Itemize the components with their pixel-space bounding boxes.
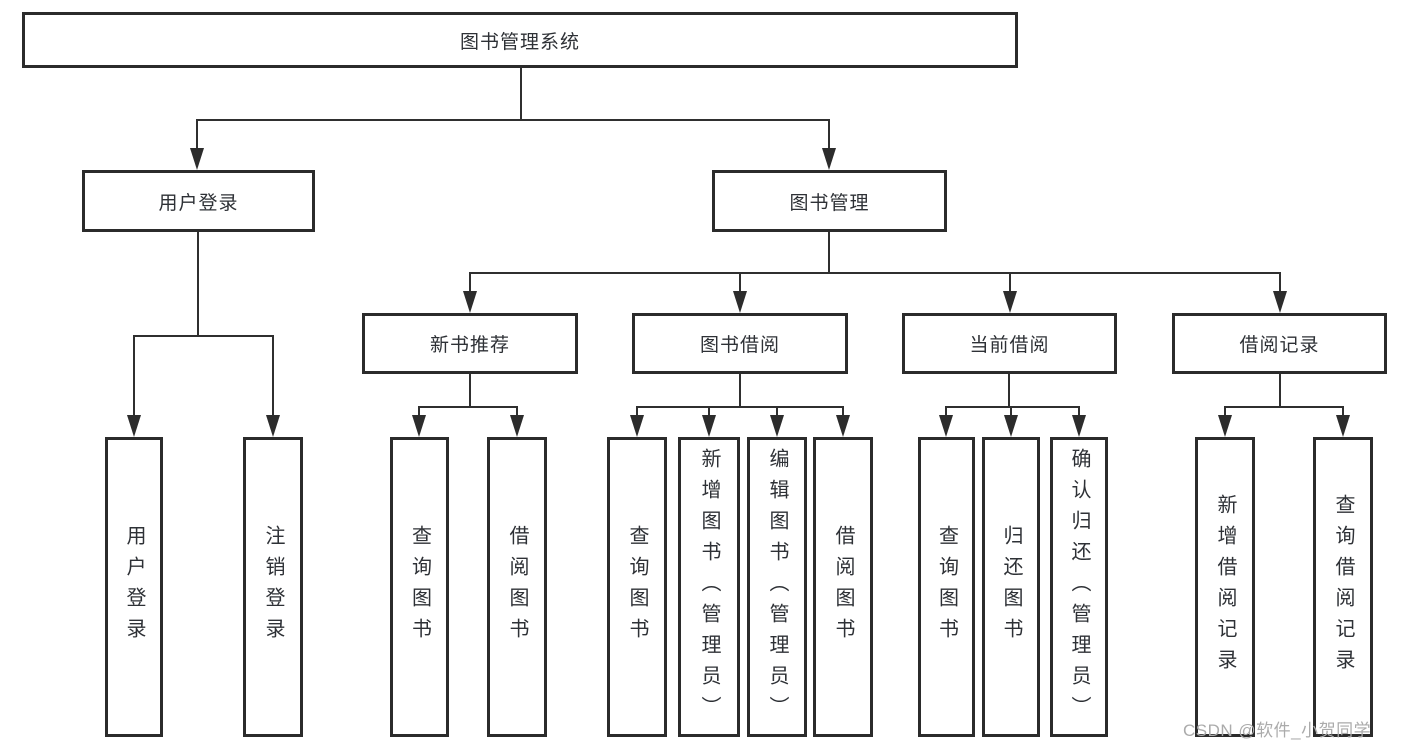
arrow-down-icon <box>836 415 850 437</box>
leaf-user-login: 用户登录 <box>105 437 163 737</box>
connector-group-branch <box>636 406 844 408</box>
arrow-down-icon <box>190 148 204 170</box>
connector-root-stem <box>520 68 522 120</box>
watermark: CSDN @软件_小贺同学 <box>1183 721 1372 740</box>
leaf-borrow-books-label: 借阅图书 <box>832 525 854 649</box>
leaf-return-books-label: 归还图书 <box>1000 525 1022 649</box>
connector-drop-leaf <box>842 406 844 418</box>
node-book-borrowing-label: 图书借阅 <box>699 335 780 356</box>
leaf-borrow-books-recommend-label: 借阅图书 <box>506 525 528 649</box>
arrow-down-icon <box>1004 415 1018 437</box>
node-borrowing-records-label: 借阅记录 <box>1239 335 1320 356</box>
connector-user-login-branch <box>133 335 274 337</box>
connector-root-branch <box>196 119 830 121</box>
leaf-query-books-borrowing: 查询图书 <box>607 437 667 737</box>
node-current-borrowing: 当前借阅 <box>902 313 1117 374</box>
arrow-down-icon <box>510 415 524 437</box>
connector-drop-leaf <box>636 406 638 418</box>
connector-drop-leaf <box>945 406 947 418</box>
leaf-query-books-recommend: 查询图书 <box>390 437 449 737</box>
leaf-add-borrow-record-label: 新增借阅记录 <box>1214 494 1236 680</box>
connector-group-branch <box>945 406 1080 408</box>
arrow-down-icon <box>939 415 953 437</box>
connector-group-stem <box>469 374 471 408</box>
leaf-logout-label: 注销登录 <box>262 525 284 649</box>
connector-group-stem <box>739 374 741 408</box>
connector-drop-leaf <box>133 335 135 417</box>
leaf-add-books-admin-label: 新增图书（管理员） <box>698 447 720 727</box>
arrow-down-icon <box>1072 415 1086 437</box>
leaf-logout: 注销登录 <box>243 437 303 737</box>
connector-group-stem <box>1008 374 1010 408</box>
connector-user-login-stem <box>197 232 199 337</box>
node-book-management-label: 图书管理 <box>789 192 870 214</box>
leaf-query-books-current: 查询图书 <box>918 437 975 737</box>
leaf-add-books-admin: 新增图书（管理员） <box>678 437 740 737</box>
connector-drop-leaf <box>516 406 518 418</box>
leaf-confirm-return-admin-label: 确认归还（管理员） <box>1068 447 1090 727</box>
connector-book-management-branch <box>469 272 1281 274</box>
node-user-login-label: 用户登录 <box>158 192 239 214</box>
leaf-confirm-return-admin: 确认归还（管理员） <box>1050 437 1108 737</box>
node-current-borrowing-label: 当前借阅 <box>969 335 1050 356</box>
leaf-query-books-borrowing-label: 查询图书 <box>626 525 648 649</box>
arrow-down-icon <box>1003 291 1017 313</box>
node-book-management: 图书管理 <box>712 170 947 232</box>
connector-drop-leaf <box>1224 406 1226 418</box>
connector-drop-leaf <box>776 406 778 418</box>
connector-book-management-stem <box>828 232 830 274</box>
leaf-return-books: 归还图书 <box>982 437 1040 737</box>
node-library-management-system-label: 图书管理系统 <box>459 31 580 53</box>
arrow-down-icon <box>630 415 644 437</box>
node-new-book-recommendation-label: 新书推荐 <box>429 335 510 356</box>
leaf-query-borrow-record: 查询借阅记录 <box>1313 437 1373 737</box>
connector-drop-leaf <box>1342 406 1344 418</box>
connector-drop-current-borrow <box>1009 272 1011 293</box>
connector-drop-leaf <box>1078 406 1080 418</box>
connector-group-branch <box>418 406 518 408</box>
connector-drop-leaf <box>418 406 420 418</box>
arrow-down-icon <box>822 148 836 170</box>
leaf-user-login-label: 用户登录 <box>123 525 145 649</box>
connector-drop-user-login <box>196 119 198 151</box>
arrow-down-icon <box>266 415 280 437</box>
arrow-down-icon <box>127 415 141 437</box>
leaf-borrow-books-recommend: 借阅图书 <box>487 437 547 737</box>
arrow-down-icon <box>412 415 426 437</box>
arrow-down-icon <box>770 415 784 437</box>
leaf-edit-books-admin: 编辑图书（管理员） <box>747 437 807 737</box>
leaf-query-books-current-label: 查询图书 <box>935 525 958 649</box>
arrow-down-icon <box>1336 415 1350 437</box>
connector-drop-book-management <box>828 119 830 151</box>
arrow-down-icon <box>733 291 747 313</box>
leaf-edit-books-admin-label: 编辑图书（管理员） <box>766 447 788 727</box>
connector-drop-leaf <box>1010 406 1012 418</box>
connector-group-stem <box>1279 374 1281 408</box>
node-new-book-recommendation: 新书推荐 <box>362 313 578 374</box>
arrow-down-icon <box>702 415 716 437</box>
connector-group-branch <box>1224 406 1344 408</box>
node-borrowing-records: 借阅记录 <box>1172 313 1387 374</box>
leaf-query-books-recommend-label: 查询图书 <box>408 525 431 649</box>
connector-drop-new-book <box>469 272 471 293</box>
connector-drop-leaf <box>272 335 274 417</box>
leaf-borrow-books: 借阅图书 <box>813 437 873 737</box>
node-book-borrowing: 图书借阅 <box>632 313 848 374</box>
arrow-down-icon <box>1273 291 1287 313</box>
connector-drop-leaf <box>708 406 710 418</box>
connector-drop-borrow-records <box>1279 272 1281 293</box>
leaf-query-borrow-record-label: 查询借阅记录 <box>1332 494 1354 680</box>
leaf-add-borrow-record: 新增借阅记录 <box>1195 437 1255 737</box>
node-library-management-system: 图书管理系统 <box>22 12 1018 68</box>
node-user-login: 用户登录 <box>82 170 315 232</box>
arrow-down-icon <box>463 291 477 313</box>
arrow-down-icon <box>1218 415 1232 437</box>
connector-drop-book-borrow <box>739 272 741 293</box>
